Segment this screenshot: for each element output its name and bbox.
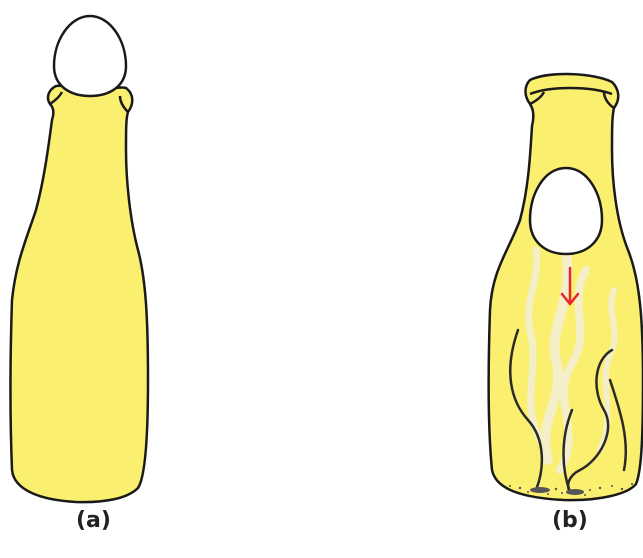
egg-a xyxy=(54,16,126,96)
bottle-a xyxy=(11,86,149,503)
panel-label-b: (b) xyxy=(552,508,588,533)
panel-a xyxy=(11,16,149,502)
egg-b xyxy=(530,168,602,254)
panel-label-a: (a) xyxy=(76,508,111,533)
panel-b xyxy=(489,74,643,500)
